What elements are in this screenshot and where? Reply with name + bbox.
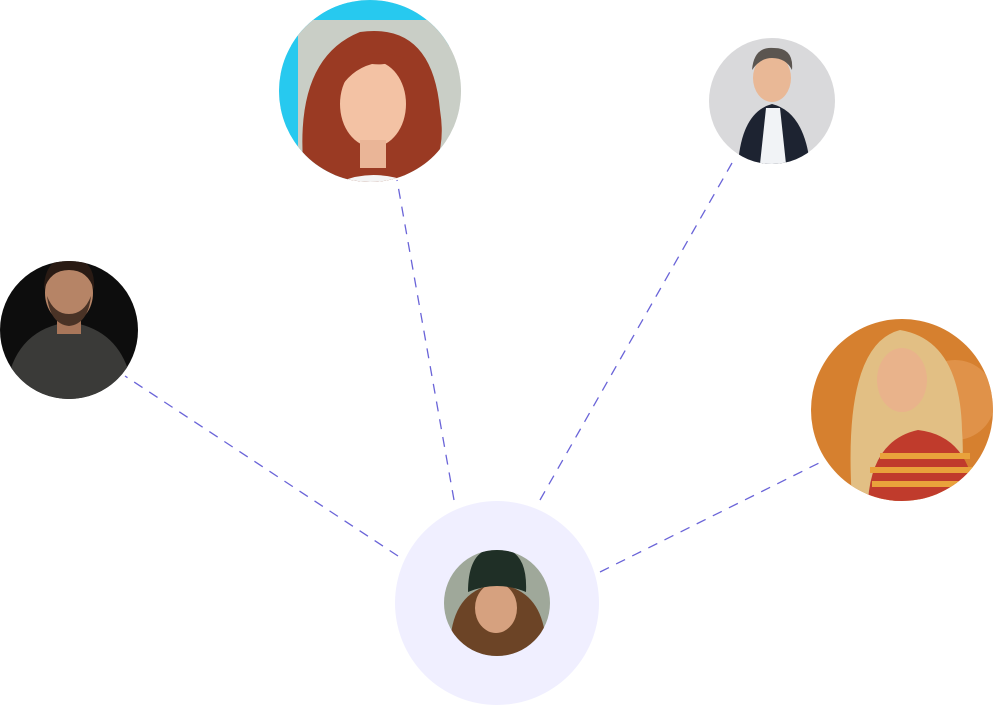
avatar-neck (360, 140, 386, 168)
avatar-beanie (468, 550, 527, 592)
avatar-face (45, 263, 93, 323)
avatar-face (877, 348, 927, 412)
connector-line-woman-red-hair (396, 179, 455, 501)
connector-line-man-sweater (124, 375, 399, 557)
connector-line-man-suit (539, 162, 733, 501)
connector-line-woman-blonde (599, 460, 824, 573)
avatar-sweater (5, 322, 134, 399)
avatar-face (753, 54, 791, 102)
avatar-hair (752, 47, 793, 70)
avatar-hair (44, 261, 95, 290)
avatar-beard (47, 296, 91, 326)
avatar-fringe (338, 53, 405, 92)
avatar-woman-red-hair[interactable] (279, 0, 461, 182)
avatar-man-sweater[interactable] (0, 258, 138, 399)
connections (124, 162, 824, 573)
avatar-face (340, 61, 406, 147)
avatar-center-user[interactable] (444, 548, 550, 656)
avatar-face (475, 583, 517, 633)
avatar-woman-blonde[interactable] (811, 319, 994, 501)
avatar-man-suit[interactable] (709, 38, 835, 164)
avatar-shirt (760, 108, 786, 164)
